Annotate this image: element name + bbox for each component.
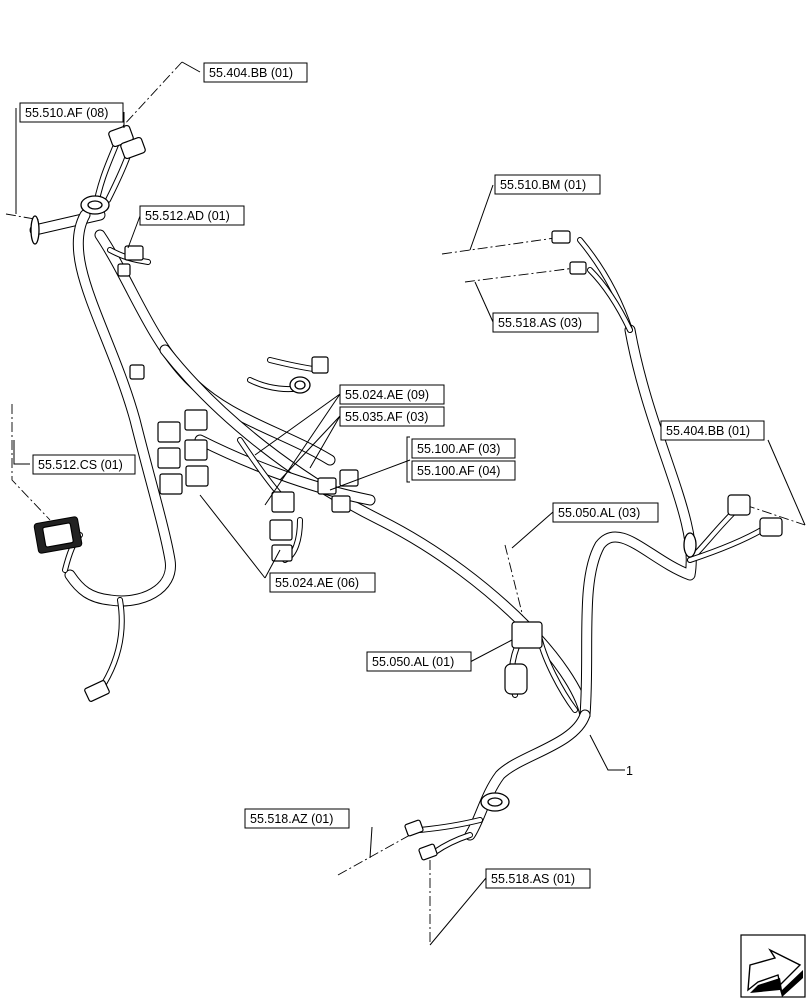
callout-55-512-cs: 55.512.CS (01) [32,454,136,475]
svg-text:55.404.BB (01): 55.404.BB (01) [209,66,293,80]
svg-text:55.512.AD (01): 55.512.AD (01) [145,209,230,223]
main-harness [29,209,697,841]
svg-text:55.050.AL (03): 55.050.AL (03) [558,506,640,520]
callout-55-404-bb-top: 55.404.BB (01) [203,62,308,83]
svg-text:55.035.AF (03): 55.035.AF (03) [345,410,428,424]
svg-text:55.518.AS (01): 55.518.AS (01) [491,872,575,886]
callout-55-404-bb-right: 55.404.BB (01) [660,420,765,441]
svg-text:55.510.AF (08): 55.510.AF (08) [25,106,108,120]
svg-text:55.100.AF (03): 55.100.AF (03) [417,442,500,456]
svg-text:55.404.BB (01): 55.404.BB (01) [666,424,750,438]
svg-text:55.512.CS (01): 55.512.CS (01) [38,458,123,472]
grommets [80,195,697,812]
callout-55-035-af: 55.035.AF (03) [339,406,445,427]
svg-text:55.518.AZ (01): 55.518.AZ (01) [250,812,333,826]
svg-text:55.100.AF (04): 55.100.AF (04) [417,464,500,478]
connectors [33,124,783,861]
branch-wires [62,137,768,855]
callout-55-512-ad: 55.512.AD (01) [139,205,245,226]
callout-55-100-af-03: 55.100.AF (03) [411,438,516,459]
svg-text:55.024.AE (06): 55.024.AE (06) [275,576,359,590]
callout-55-518-as-03: 55.518.AS (03) [492,312,599,333]
callout-55-024-ae-06: 55.024.AE (06) [269,572,376,593]
item-number: 1 [626,764,633,778]
callout-55-510-bm: 55.510.BM (01) [494,174,601,195]
callout-55-024-ae-09: 55.024.AE (09) [339,384,445,405]
leader-lines [13,61,806,946]
svg-text:55.024.AE (09): 55.024.AE (09) [345,388,429,402]
callout-55-518-az: 55.518.AZ (01) [244,808,350,829]
next-page-arrow-icon[interactable] [740,934,806,998]
svg-text:55.510.BM (01): 55.510.BM (01) [500,178,586,192]
center-lines [5,61,806,945]
svg-text:55.050.AL (01): 55.050.AL (01) [372,655,454,669]
callout-55-510-af: 55.510.AF (08) [19,102,124,123]
callout-55-050-al-03: 55.050.AL (03) [552,502,659,523]
svg-text:55.518.AS (03): 55.518.AS (03) [498,316,582,330]
callout-55-100-af-04: 55.100.AF (04) [406,436,516,483]
callout-55-518-as-01: 55.518.AS (01) [485,868,591,889]
callout-55-050-al-01: 55.050.AL (01) [366,651,472,672]
